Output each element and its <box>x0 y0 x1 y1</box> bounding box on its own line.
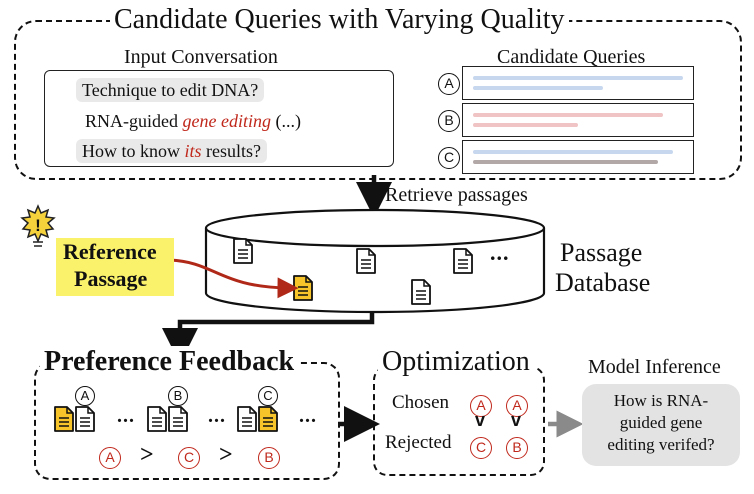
db-doc-icon-4 <box>411 279 431 305</box>
assistant-response: RNA-guided gene editing (...) <box>85 111 301 131</box>
comparator-2: v <box>511 410 522 430</box>
chosen-marker-1: A <box>470 395 492 417</box>
ranking-second: C <box>178 447 200 469</box>
feedback-arrow <box>162 313 375 364</box>
candidate-queries-label: Candidate Queries <box>497 46 646 68</box>
inference-line-3: editing verifed? <box>607 435 715 454</box>
candidate-a-marker: A <box>438 73 460 95</box>
inference-line-2: guided gene <box>619 413 703 432</box>
pref-group-a-marker: A <box>75 386 95 406</box>
ranking-first: A <box>99 447 121 469</box>
inference-output-bubble: How is RNA- guided gene editing verifed? <box>582 384 740 466</box>
pref-group-c-marker: C <box>258 386 278 406</box>
db-doc-icon-1 <box>233 238 253 264</box>
db-ellipsis: ... <box>490 240 510 265</box>
candidate-query-a <box>462 66 694 100</box>
ranking-gt-2: > <box>219 442 233 468</box>
conversation-turn-1: Technique to edit DNA? <box>76 78 265 102</box>
inference-line-1: How is RNA- <box>613 391 709 410</box>
passage-database-label-line2: Database <box>555 268 651 297</box>
optimization-title: Optimization <box>378 346 534 378</box>
candidate-query-c <box>462 140 694 174</box>
svg-text:!: ! <box>35 216 41 235</box>
input-conversation-label: Input Conversation <box>124 46 278 68</box>
conversation-turn-2: How to know its results? <box>76 139 267 163</box>
pref-ellipsis-3: ... <box>299 405 317 427</box>
pref-ellipsis-2: ... <box>208 405 226 427</box>
db-reference-doc-icon <box>293 275 313 301</box>
chosen-marker-2: A <box>506 395 528 417</box>
db-doc-icon-2 <box>356 248 376 274</box>
passage-database-label-line1: Passage <box>560 238 643 267</box>
reference-label-line1: Reference <box>63 239 157 264</box>
alert-icon: ! <box>20 204 56 247</box>
ranking-third: B <box>258 447 280 469</box>
retrieve-passages-label: Retrieve passages <box>385 184 528 206</box>
pref-ellipsis-1: ... <box>117 405 135 427</box>
preference-feedback-title: Preference Feedback <box>40 346 299 378</box>
reference-arrow <box>169 258 299 299</box>
chosen-label: Chosen <box>392 392 449 413</box>
rejected-label: Rejected <box>385 432 452 453</box>
db-doc-icon-3 <box>453 248 473 274</box>
model-inference-title: Model Inference <box>588 356 721 378</box>
candidate-query-b <box>462 103 694 137</box>
ranking-gt-1: > <box>140 442 154 468</box>
rejected-marker-2: B <box>506 437 528 459</box>
reference-label-line2: Passage <box>74 266 148 291</box>
candidate-c-marker: C <box>438 147 460 169</box>
candidate-queries-title: Candidate Queries with Varying Quality <box>110 4 569 36</box>
pref-group-b-marker: B <box>168 386 188 406</box>
reference-passage-highlight <box>56 238 174 296</box>
comparator-1: v <box>475 410 486 430</box>
rejected-marker-1: C <box>470 437 492 459</box>
candidate-b-marker: B <box>438 110 460 132</box>
